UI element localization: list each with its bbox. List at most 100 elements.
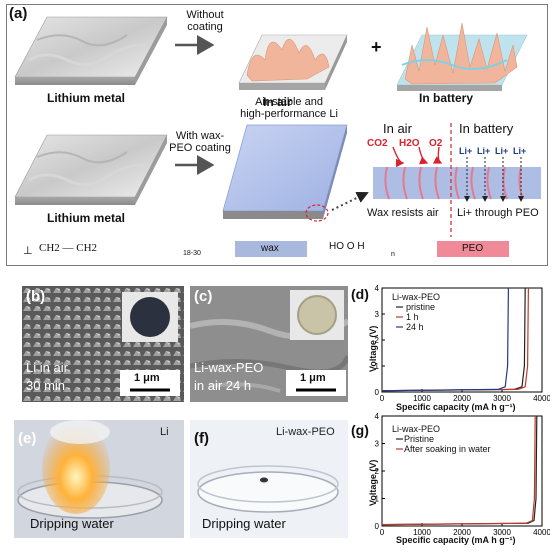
zoom-circle: [305, 204, 329, 222]
y-tick-label: 3: [375, 440, 380, 449]
chart-g-ylabel: Voltage (V): [368, 459, 378, 506]
li-ion-label-1: Li+: [459, 146, 473, 156]
wax-coated-li: [222, 124, 348, 222]
panel-f-label: (f): [194, 430, 209, 447]
panel-b-caption-2: 30 min: [26, 378, 66, 393]
panel-f-corner: Li-wax-PEO: [276, 426, 335, 438]
legend-peo-subscript: n: [391, 251, 395, 258]
panel-b-label: (b): [26, 288, 46, 305]
flame-icon: [42, 422, 110, 514]
legend-wax-label: wax: [261, 243, 279, 254]
lithium-metal-label-bottom: Lithium metal: [47, 211, 126, 225]
in-battery-label-bottom: In battery: [459, 121, 514, 136]
x-tick-label: 2000: [453, 528, 471, 537]
panel-c-label: (c): [194, 288, 213, 305]
chart-d-panel-label: (d): [351, 286, 369, 302]
in-air-label-bottom: In air: [383, 121, 412, 136]
coating-cross-section: [373, 123, 541, 237]
in-air-label-top: In air: [263, 95, 292, 109]
lithium-metal-label-top: Lithium metal: [47, 91, 126, 105]
co2-label: CO2: [367, 138, 388, 149]
y-tick-label: 0: [375, 522, 380, 531]
panel-c-scale: 1 μm: [300, 372, 326, 384]
y-tick-label: 2: [375, 467, 380, 476]
li-ion-label-4: Li+: [513, 146, 527, 156]
chart-d-legend-1: pristine: [406, 302, 436, 312]
o2-label: O2: [429, 138, 443, 149]
y-tick-label: 4: [375, 284, 380, 293]
panel-a: ⊥ (a) Lithium metal Lithium metal Withou…: [6, 4, 548, 266]
y-tick-label: 0: [375, 388, 380, 397]
chart-d-legend-3: 24 h: [406, 322, 424, 332]
in-battery-label-top: In battery: [419, 91, 474, 105]
panel-c-caption-2: in air 24 h: [194, 378, 252, 393]
y-tick-label: 2: [375, 336, 380, 345]
chart-d-ylabel: Voltage (V): [368, 325, 378, 372]
x-tick-label: 4000: [533, 528, 550, 537]
chart-g-legend-1: Pristine: [404, 434, 435, 444]
series-line-3: [381, 287, 509, 392]
legend-formula: CH2 — CH2: [39, 242, 98, 254]
panel-e-corner: Li: [160, 426, 169, 438]
panel-b-sem: (b) Li in air 30 min 1 μm: [22, 286, 184, 402]
chart-g-panel-label: (g): [351, 422, 369, 438]
chart-d-legend-2: 1 h: [406, 312, 419, 322]
x-tick-label: 0: [380, 528, 385, 537]
panel-c-caption-1: Li-wax-PEO: [194, 360, 264, 375]
without-coating-label: Without coating: [186, 9, 224, 33]
x-tick-label: 3000: [493, 528, 511, 537]
chart-d-xlabel: Specific capacity (mA h g⁻¹): [396, 402, 516, 412]
legend-wax-swatch: [235, 241, 307, 257]
li-piece: [260, 477, 268, 483]
legend-peo-formula: HO O H: [329, 241, 365, 252]
stable-li-dish: [190, 420, 348, 538]
wax-resists-label: Wax resists air: [367, 207, 439, 219]
x-tick-label: 0: [380, 394, 385, 403]
panel-a-label: (a): [9, 5, 28, 22]
h2o-label: H2O: [399, 138, 420, 149]
x-tick-label: 4000: [533, 394, 550, 403]
legend-bracket: ⊥: [23, 245, 33, 257]
x-tick-label: 1000: [413, 528, 431, 537]
corroded-li-in-battery: [396, 22, 528, 91]
panel-a-schematic: ⊥: [14, 16, 541, 257]
legend-peo-swatch: [437, 241, 509, 257]
panel-c-sem: (c) Li-wax-PEO in air 24 h 1 μm: [190, 286, 348, 402]
chart-g-legend-2: After soaking in water: [404, 444, 491, 454]
li-disc-coated: [297, 295, 337, 335]
li-through-label: Li+ through PEO: [457, 207, 539, 219]
air-stable-label: Air-stable and high-performance Li: [240, 96, 338, 120]
panel-e-photo: (e) Li Dripping water: [14, 420, 184, 538]
y-tick-label: 3: [375, 310, 380, 319]
corroded-li-in-air: [238, 34, 348, 90]
y-tick-label: 4: [375, 412, 380, 421]
panel-b-caption-1: Li in air: [26, 360, 68, 375]
chart-d-title: Li-wax-PEO: [392, 292, 441, 302]
series-line-2: [381, 415, 536, 526]
panel-e-caption: Dripping water: [30, 516, 114, 531]
chart-d-svg: 0 1000 2000 3000 4000 0 1 2 3 4: [375, 284, 552, 403]
sem-texture-b: [22, 286, 184, 402]
plus-sign: +: [371, 37, 382, 57]
y-tick-label: 1: [375, 362, 380, 371]
zoom-arrow: [331, 191, 369, 211]
li-ion-label-3: Li+: [495, 146, 509, 156]
panel-b-scale: 1 μm: [134, 372, 160, 384]
with-coating-label: With wax- PEO coating: [169, 130, 231, 154]
x-tick-label: 2000: [453, 394, 471, 403]
li-disc-dark: [130, 297, 170, 337]
panel-f-caption: Dripping water: [202, 516, 286, 531]
li-ion-label-2: Li+: [477, 146, 491, 156]
legend-subscript: 18-30: [183, 250, 201, 257]
x-tick-label: 3000: [493, 394, 511, 403]
panel-e-label: (e): [18, 430, 37, 447]
y-tick-label: 1: [375, 495, 380, 504]
chart-g-svg: 0 1000 2000 3000 4000 0 1 2 3 4: [375, 412, 552, 537]
legend-peo-label: PEO: [462, 243, 484, 254]
sem-texture-c: [190, 286, 348, 402]
burning-li-dish: [14, 420, 184, 538]
panel-f-photo: (f) Li-wax-PEO Dripping water: [190, 420, 348, 538]
lithium-slab-bottom: [14, 134, 168, 205]
x-tick-label: 1000: [413, 394, 431, 403]
chart-g-title: Li-wax-PEO: [392, 424, 441, 434]
